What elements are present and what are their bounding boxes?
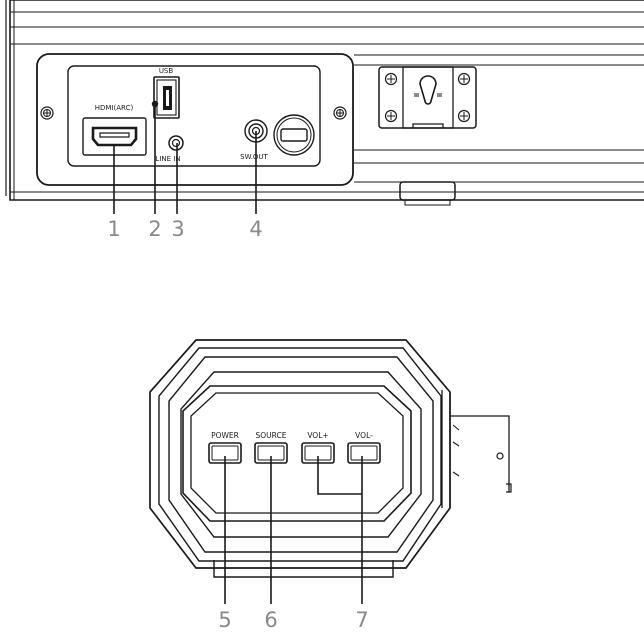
screw-icon bbox=[457, 109, 471, 123]
screw-icon bbox=[384, 109, 398, 123]
callout-3: 3 bbox=[171, 217, 184, 241]
button-panel-view: POWER SOURCE VOL+ VOL- 5 6 7 bbox=[149, 339, 512, 632]
callout-7: 7 bbox=[355, 608, 368, 632]
rear-panel-view: HDMI(ARC) USB LINE IN SW.OUT bbox=[5, 0, 644, 241]
line-in-jack bbox=[168, 135, 184, 151]
usb-port bbox=[153, 76, 180, 119]
screw-icon bbox=[457, 72, 471, 86]
usb-label: USB bbox=[159, 67, 174, 75]
callout-4: 4 bbox=[249, 217, 262, 241]
callout-2: 2 bbox=[148, 217, 161, 241]
screw-icon bbox=[384, 72, 398, 86]
end-cap-outline bbox=[149, 339, 451, 569]
power-label: POWER bbox=[211, 431, 239, 440]
callout-5: 5 bbox=[218, 608, 231, 632]
screw-icon bbox=[40, 106, 54, 120]
side-bracket bbox=[441, 390, 512, 508]
power-socket bbox=[273, 114, 315, 156]
vol-down-button[interactable] bbox=[347, 442, 381, 464]
bar-body bbox=[5, 0, 644, 201]
source-label: SOURCE bbox=[256, 431, 287, 440]
vol-up-label: VOL+ bbox=[307, 431, 328, 440]
sw-out-label: SW.OUT bbox=[240, 153, 268, 161]
callout-6: 6 bbox=[264, 608, 277, 632]
callout-1: 1 bbox=[107, 217, 120, 241]
screw-icon bbox=[333, 106, 347, 120]
leader-lines-top bbox=[113, 100, 257, 214]
rubber-foot bbox=[399, 181, 456, 206]
line-in-label: LINE IN bbox=[155, 155, 180, 163]
connector-panel bbox=[36, 53, 354, 186]
wall-mount-bracket bbox=[378, 66, 477, 129]
button-face-outline bbox=[182, 385, 412, 522]
vol-down-label: VOL- bbox=[355, 431, 373, 440]
leader-lines-bottom bbox=[224, 456, 363, 604]
hdmi-arc-label: HDMI(ARC) bbox=[95, 104, 134, 112]
